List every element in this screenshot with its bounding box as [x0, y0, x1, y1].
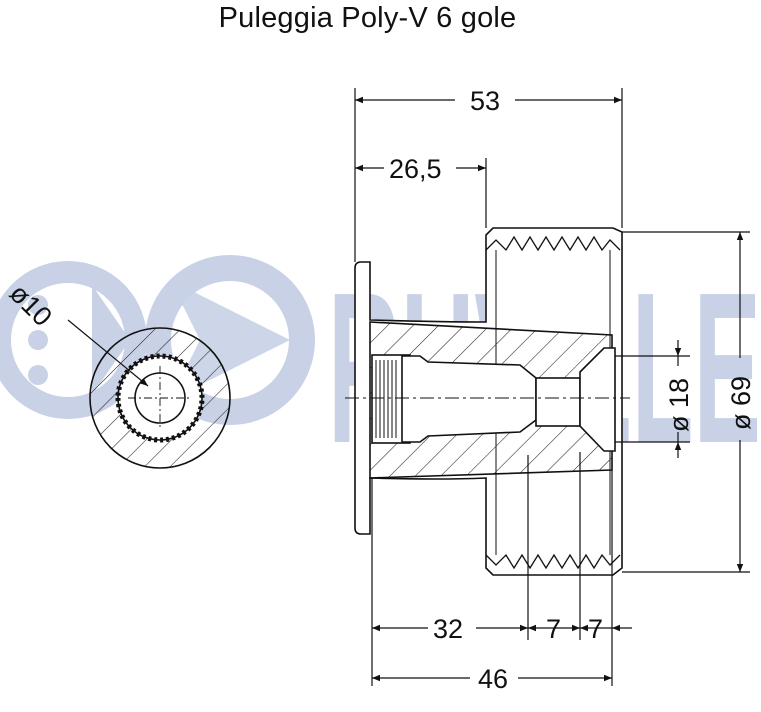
dimension-lines	[354, 88, 750, 686]
dim-overall-length: 53	[470, 86, 500, 116]
end-view	[67, 319, 231, 469]
dim-total-length: 46	[478, 664, 508, 694]
dim-half-length: 26,5	[389, 154, 442, 184]
dim-groove-a: 7	[546, 614, 561, 644]
dim-inner-diameter: ø 18	[664, 378, 694, 432]
spline-bore	[375, 360, 397, 438]
dim-groove-b: 7	[588, 614, 603, 644]
spline-teeth	[115, 353, 205, 443]
dim-outer-diameter: ø 69	[726, 376, 756, 430]
side-view	[345, 227, 630, 576]
dim-bore-depth: 32	[433, 614, 463, 644]
drawing-title: Puleggia Poly-V 6 gole	[218, 2, 517, 34]
